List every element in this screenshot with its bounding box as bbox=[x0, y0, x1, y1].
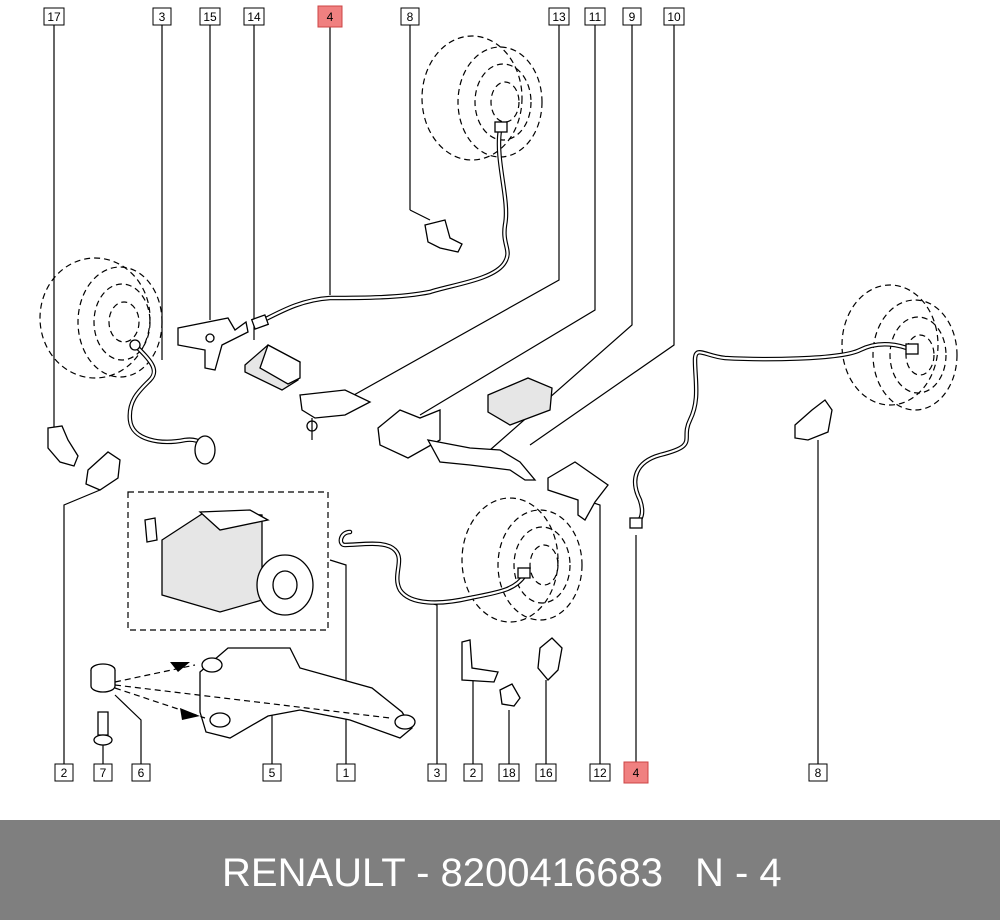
callout-10: 10 bbox=[663, 7, 685, 26]
callout-label: 13 bbox=[552, 10, 566, 24]
clip-18 bbox=[499, 683, 521, 707]
footer-bar: RENAULT - 8200416683 N - 4 bbox=[0, 820, 1000, 920]
clip-16 bbox=[537, 637, 563, 681]
bracket-10 bbox=[426, 439, 537, 481]
bracket-11 bbox=[377, 409, 441, 459]
bracket-13 bbox=[299, 389, 372, 440]
callout-11: 11 bbox=[584, 7, 606, 26]
callout-label: 18 bbox=[502, 766, 516, 780]
callout-label: 3 bbox=[159, 10, 166, 24]
callout-label: 16 bbox=[539, 766, 553, 780]
callout-12: 12 bbox=[589, 763, 611, 782]
callout-7: 7 bbox=[93, 763, 113, 782]
sensor-9 bbox=[487, 377, 553, 426]
wheel-front-left bbox=[461, 497, 583, 623]
callout-label: 6 bbox=[138, 766, 145, 780]
callout-17: 17 bbox=[43, 7, 65, 26]
callout-5: 5 bbox=[262, 763, 282, 782]
bracket-14 bbox=[244, 344, 301, 391]
callout-label: 14 bbox=[247, 10, 261, 24]
callout-label: 8 bbox=[815, 766, 822, 780]
callout-15: 15 bbox=[199, 7, 221, 26]
callout-13: 13 bbox=[548, 7, 570, 26]
wheel-rear-left bbox=[39, 257, 163, 379]
mounting-bracket-5 bbox=[114, 647, 416, 739]
callout-label: 17 bbox=[47, 10, 61, 24]
callout-label: 10 bbox=[667, 10, 681, 24]
callout-6: 6 bbox=[131, 763, 151, 782]
bracket-8-top bbox=[424, 219, 463, 253]
bracket-12 bbox=[547, 461, 609, 521]
sensor-cable-front-left bbox=[338, 529, 531, 605]
callout-8-bottom: 8 bbox=[808, 763, 828, 782]
callout-label: 12 bbox=[593, 766, 607, 780]
callout-label: 2 bbox=[470, 766, 477, 780]
callout-3-bottom: 3 bbox=[427, 763, 447, 782]
callout-8-top: 8 bbox=[400, 7, 420, 26]
callout-label: 8 bbox=[407, 10, 414, 24]
callout-4-top-highlighted: 4 bbox=[317, 5, 343, 28]
bracket-8-right bbox=[794, 399, 833, 441]
callouts-bottom: 2 7 6 5 1 3 2 18 16 12 4 8 bbox=[54, 761, 828, 784]
bracket-2-left bbox=[85, 451, 121, 491]
abs-module-inset bbox=[127, 491, 329, 631]
callout-label: 9 bbox=[629, 10, 636, 24]
bracket-17 bbox=[47, 425, 79, 467]
diagram-reference: N - 4 bbox=[695, 851, 782, 895]
callout-2-left: 2 bbox=[54, 763, 74, 782]
wheel-front-right bbox=[841, 284, 958, 411]
callout-18: 18 bbox=[498, 763, 520, 782]
callout-label: 1 bbox=[343, 766, 350, 780]
callout-label: 4 bbox=[633, 766, 640, 780]
sensor-cable-rear-left bbox=[127, 339, 216, 465]
exploded-parts-diagram: 17 3 15 14 4 8 13 11 9 10 2 7 6 5 1 3 2 … bbox=[39, 5, 958, 784]
callout-14: 14 bbox=[243, 7, 265, 26]
callout-4-bottom-highlighted: 4 bbox=[623, 761, 649, 784]
callout-9: 9 bbox=[622, 7, 642, 26]
callout-label: 5 bbox=[269, 766, 276, 780]
wheel-rear-right bbox=[421, 35, 543, 161]
brand-part-number: RENAULT - 8200416683 bbox=[222, 851, 664, 895]
callout-label: 15 bbox=[203, 10, 217, 24]
callout-2-right: 2 bbox=[463, 763, 483, 782]
bolt-7 bbox=[93, 711, 113, 746]
sensor-cable-rear-right bbox=[250, 121, 510, 330]
sensor-cable-front-right bbox=[629, 342, 919, 529]
leader-lines bbox=[53, 25, 819, 765]
callout-label: 3 bbox=[434, 766, 441, 780]
callout-label: 4 bbox=[327, 10, 334, 24]
callout-label: 7 bbox=[100, 766, 107, 780]
callout-3-top: 3 bbox=[152, 7, 172, 26]
callout-label: 11 bbox=[589, 10, 602, 24]
spacer-6 bbox=[90, 663, 116, 693]
bracket-15 bbox=[177, 317, 249, 371]
callout-16: 16 bbox=[535, 763, 557, 782]
callouts-top: 17 3 15 14 4 8 13 11 9 10 bbox=[43, 5, 685, 28]
bracket-2-right bbox=[461, 639, 499, 683]
callout-label: 2 bbox=[61, 766, 68, 780]
callout-1: 1 bbox=[336, 763, 356, 782]
